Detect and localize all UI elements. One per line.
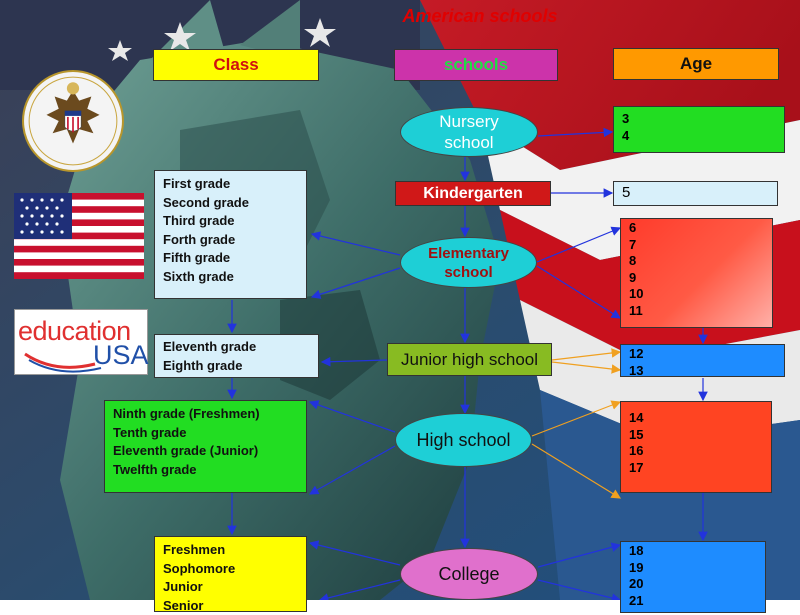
age-item: 4	[622, 128, 776, 145]
nursery-school-node: Nursery school	[400, 107, 538, 157]
age-list-high-school: 14 15 16 17	[620, 401, 772, 493]
junior-high-school-node: Junior high school	[387, 343, 552, 376]
class-item: Third grade	[163, 212, 298, 231]
class-item: Ninth grade (Freshmen)	[113, 405, 298, 424]
class-item: Senior	[163, 597, 298, 615]
age-item: 6	[629, 220, 764, 237]
us-flag-icon	[14, 193, 144, 279]
age-list-college: 18 19 20 21	[620, 541, 766, 613]
age-item: 18	[629, 543, 757, 560]
class-item: Twelfth grade	[113, 461, 298, 480]
class-item: Eighth grade	[163, 357, 310, 376]
class-item: Eleventh grade (Junior)	[113, 442, 298, 461]
class-list-high-school: Ninth grade (Freshmen) Tenth grade Eleve…	[104, 400, 307, 493]
class-item: Sophomore	[163, 560, 298, 579]
class-item: Eleventh grade	[163, 338, 310, 357]
us-great-seal-icon	[22, 70, 124, 172]
age-item: 8	[629, 253, 764, 270]
elementary-school-node: Elementary school	[400, 237, 537, 288]
class-header: Class	[153, 49, 319, 81]
age-list-nursery: 3 4	[613, 106, 785, 153]
page-title: American schools	[300, 6, 660, 27]
class-item: Second grade	[163, 194, 298, 213]
logo-text-usa: USA	[93, 340, 149, 371]
age-item: 11	[629, 303, 764, 320]
age-item: 3	[622, 111, 776, 128]
high-school-node: High school	[395, 413, 532, 467]
age-item: 21	[629, 593, 757, 610]
class-item: Sixth grade	[163, 268, 298, 287]
age-list-junior-high: 12 13	[620, 344, 785, 377]
class-item: Freshmen	[163, 541, 298, 560]
class-item: Junior	[163, 578, 298, 597]
class-list-college: Freshmen Sophomore Junior Senior	[154, 536, 307, 612]
age-list-elementary: 6 7 8 9 10 11	[620, 218, 773, 328]
age-item: 17	[629, 460, 763, 477]
age-item: 20	[629, 576, 757, 593]
schools-header: schools	[394, 49, 558, 81]
age-item: 19	[629, 560, 757, 577]
age-item: 5	[622, 185, 769, 202]
college-node: College	[400, 548, 538, 600]
age-item: 7	[629, 237, 764, 254]
age-header: Age	[613, 48, 779, 80]
class-item: First grade	[163, 175, 298, 194]
age-item: 13	[629, 363, 776, 380]
class-item: Tenth grade	[113, 424, 298, 443]
kindergarten-node: Kindergarten	[395, 181, 551, 206]
age-list-kindergarten: 5	[613, 181, 778, 206]
age-item: 12	[629, 346, 776, 363]
age-item: 10	[629, 286, 764, 303]
age-item: 14	[629, 410, 763, 427]
class-list-junior-high: Eleventh grade Eighth grade	[154, 334, 319, 378]
class-item: Forth grade	[163, 231, 298, 250]
class-item: Fifth grade	[163, 249, 298, 268]
class-list-elementary: First grade Second grade Third grade For…	[154, 170, 307, 299]
age-item: 15	[629, 427, 763, 444]
age-item: 9	[629, 270, 764, 287]
age-item: 16	[629, 443, 763, 460]
education-usa-logo: education USA	[14, 309, 148, 375]
